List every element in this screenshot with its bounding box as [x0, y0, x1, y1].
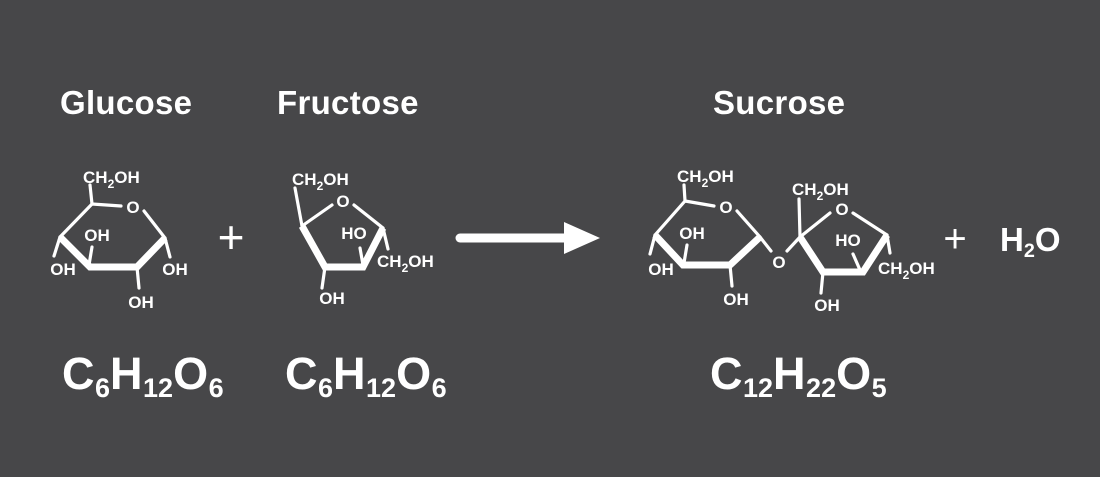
- oh-label: OH: [128, 293, 154, 312]
- formula-element: H: [110, 348, 144, 399]
- fructose-ch2oh-bond: [381, 226, 390, 251]
- glucose-structure: CH2OH O OH OH OH OH: [50, 168, 188, 312]
- oh-label: OH: [50, 260, 76, 279]
- glucose-ring-bond-back: [58, 202, 94, 239]
- sucrose-ring-bond-back: [653, 199, 687, 237]
- oh-label: OH: [648, 260, 674, 279]
- formula-subscript: 2: [1023, 239, 1035, 262]
- sucrose-ch2oh-bond: [885, 233, 892, 255]
- sucrose-ring-bond-front: [797, 233, 890, 276]
- glycosidic-bond: [758, 235, 773, 253]
- fructose-formula: C6H12O6: [285, 350, 447, 412]
- oh-label: OH: [84, 226, 110, 245]
- oh-label: OH: [319, 289, 345, 308]
- sucrose-oh-bond: [648, 233, 657, 256]
- ring-oxygen-label: O: [835, 200, 848, 219]
- ho-label: HO: [835, 231, 861, 250]
- sucrose-ring-bond-back: [798, 211, 832, 239]
- ch2oh-label: CH2OH: [677, 167, 734, 190]
- oh-label: OH: [814, 296, 840, 315]
- formula-element: H: [333, 348, 367, 399]
- fructose-ring-bond-front: [298, 224, 387, 271]
- sucrose-title: Sucrose: [713, 84, 846, 121]
- sucrose-structure: CH2OH O OH OH OH O CH2OH O HO OH CH2OH: [648, 167, 935, 315]
- ch2oh-label: CH2OH: [83, 168, 140, 191]
- sucrose-oh-bond: [851, 252, 862, 272]
- oh-label: OH: [162, 260, 188, 279]
- sucrose-oh-bond: [819, 270, 825, 295]
- plus-operator: +: [943, 217, 967, 261]
- oh-label: OH: [723, 290, 749, 309]
- sucrose-ch2oh-bond: [682, 183, 687, 203]
- sucrose-formula: C12H22O5: [710, 350, 887, 412]
- fructose-structure: CH2OH O HO OH CH2OH: [292, 170, 434, 308]
- glucose-oh-bond: [52, 235, 62, 258]
- glucose-oh-bond: [87, 245, 94, 267]
- formula-element: H: [1000, 221, 1024, 258]
- fructose-ring-bond-back: [352, 203, 385, 230]
- sucrose-ring-bond-front: [652, 232, 763, 269]
- glucose-ring-bond-front: [57, 234, 168, 271]
- plus-operator: +: [217, 211, 245, 263]
- ch2oh-label: CH2OH: [292, 170, 349, 193]
- ring-oxygen-label: O: [336, 192, 349, 211]
- formula-element: C: [285, 348, 318, 399]
- fructose-ch2oh-bond: [293, 186, 304, 228]
- water-formula: H2O: [1000, 222, 1061, 269]
- fructose-oh-bond: [320, 265, 327, 290]
- arrow-head: [564, 222, 600, 254]
- formula-element: H: [773, 348, 807, 399]
- formula-subscript: 6: [318, 373, 334, 404]
- formula-element: O: [836, 348, 872, 399]
- ho-label: HO: [341, 224, 367, 243]
- bridge-oxygen-label: O: [772, 253, 785, 272]
- ch2oh-label: CH2OH: [878, 259, 935, 282]
- sucrose-ring-bond-back: [851, 211, 889, 237]
- formula-subscript: 5: [871, 373, 887, 404]
- formula-subscript: 6: [431, 373, 447, 404]
- fructose-oh-bond: [358, 246, 365, 267]
- formula-element: O: [396, 348, 432, 399]
- glucose-oh-bond: [135, 265, 141, 290]
- formula-element: C: [710, 348, 743, 399]
- formula-subscript: 6: [95, 373, 111, 404]
- sucrose-oh-bond: [682, 243, 689, 265]
- glucose-formula: C6H12O6: [62, 350, 224, 412]
- formula-element: O: [1034, 221, 1061, 258]
- formula-element: O: [173, 348, 209, 399]
- oh-label: OH: [679, 224, 705, 243]
- glucose-ch2oh-bond: [88, 183, 94, 206]
- reaction-arrow-icon: [455, 222, 600, 254]
- formula-element: C: [62, 348, 95, 399]
- glucose-oh-bond: [163, 236, 172, 259]
- glucose-ring-bond-back: [142, 209, 167, 240]
- sucrose-ring-bond-back: [735, 209, 762, 239]
- ch2oh-label: CH2OH: [377, 252, 434, 275]
- ring-oxygen-label: O: [126, 198, 139, 217]
- sucrose-oh-bond: [728, 263, 734, 288]
- ring-oxygen-label: O: [719, 198, 732, 217]
- fructose-title: Fructose: [277, 84, 419, 121]
- glucose-title: Glucose: [60, 84, 193, 121]
- formula-subscript: 12: [743, 373, 774, 404]
- sucrose-ring-bond-back: [683, 199, 716, 208]
- sucrose-ch2oh-bond: [797, 197, 802, 239]
- ch2oh-label: CH2OH: [792, 180, 849, 203]
- formula-subscript: 22: [806, 373, 837, 404]
- formula-subscript: 12: [366, 373, 397, 404]
- formula-subscript: 6: [208, 373, 224, 404]
- fructose-ring-bond-back: [300, 203, 334, 228]
- glucose-ring-bond-back: [90, 202, 123, 208]
- formula-subscript: 12: [143, 373, 174, 404]
